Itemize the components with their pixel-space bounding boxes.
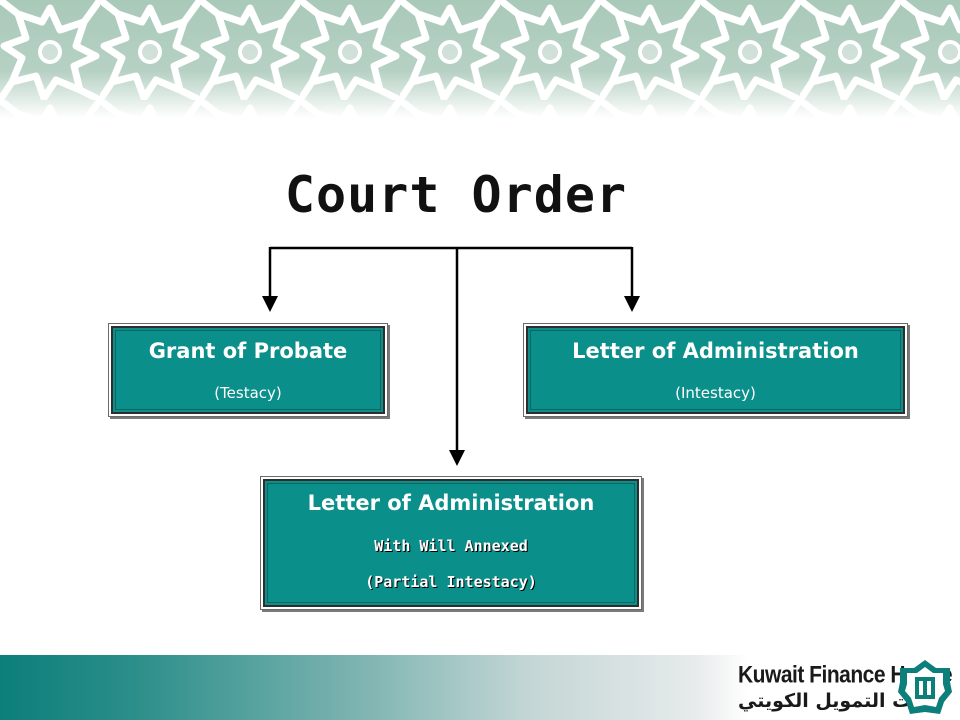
kfh-emblem-icon — [898, 660, 952, 714]
grant-of-probate-box: Grant of Probate (Testacy) — [108, 323, 388, 417]
page-title: Court Order — [284, 166, 628, 224]
header-pattern-band — [0, 0, 960, 118]
logo-name-arabic: بيت التمويل الكويتي — [738, 690, 928, 712]
box-inner-frame — [115, 330, 381, 410]
box-subtitle-annexed: With Will Annexed — [374, 537, 528, 555]
box-subtitle: (Intestacy) — [675, 384, 756, 402]
arrowhead-center — [449, 450, 465, 466]
box-title: Grant of Probate — [148, 339, 348, 363]
box-subtitle: (Testacy) — [214, 384, 282, 402]
letter-of-administration-annexed-box: Letter of Administration With Will Annex… — [260, 476, 642, 610]
letter-of-administration-box: Letter of Administration (Intestacy) — [523, 323, 908, 417]
box-title: Letter of Administration — [572, 339, 859, 363]
box-inner-frame — [530, 330, 901, 410]
box-inner-frame — [267, 483, 635, 603]
box-subtitle-partial-intestacy: (Partial Intestacy) — [365, 573, 537, 591]
arrowhead-right — [624, 296, 640, 312]
kfh-logo: Kuwait Finance House بيت التمويل الكويتي — [732, 658, 956, 718]
box-title: Letter of Administration — [307, 491, 595, 515]
arrowhead-left — [262, 296, 278, 312]
footer-gradient-band — [0, 655, 960, 720]
